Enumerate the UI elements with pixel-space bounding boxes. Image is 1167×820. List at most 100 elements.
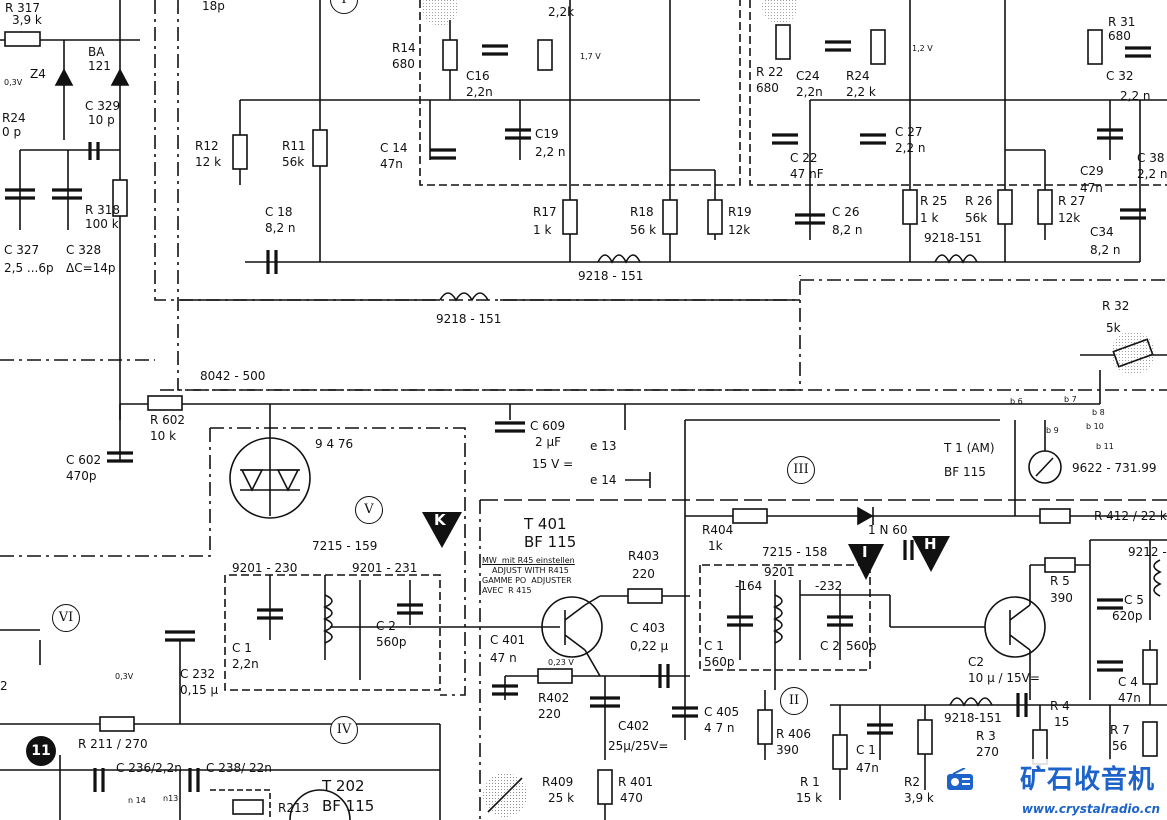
label-voltage-03v-top: 0,3V bbox=[4, 78, 23, 87]
label-c1-right: C 1 bbox=[856, 743, 876, 757]
capacitor-c238 bbox=[188, 768, 200, 792]
label-coil-7215-159: 7215 - 159 bbox=[312, 539, 378, 553]
marker-III: III bbox=[787, 456, 815, 484]
resistor-r11 bbox=[312, 129, 328, 167]
label-c2-mid: C 2 bbox=[820, 639, 840, 653]
label-c1-left: C 1 bbox=[232, 641, 252, 655]
capacitor-c34 bbox=[1120, 208, 1146, 220]
label-c19-value: 2,2 n bbox=[535, 145, 566, 159]
label-c26: C 26 bbox=[832, 205, 860, 219]
coil-9218-151-b bbox=[439, 292, 489, 302]
label-e14: e 14 bbox=[590, 473, 617, 487]
capacitor-c24 bbox=[825, 40, 851, 52]
label-r26: R 26 bbox=[965, 194, 993, 208]
resistor-r6 bbox=[1142, 649, 1158, 685]
radio-logo-icon bbox=[947, 768, 973, 790]
flag-K-icon bbox=[422, 512, 462, 548]
label-c2-right-value: 10 µ / 15V= bbox=[968, 671, 1040, 685]
capacitor-c22 bbox=[772, 133, 798, 145]
label-voltage-164: -164 bbox=[735, 579, 763, 593]
label-t202-type: BF 115 bbox=[322, 797, 375, 815]
label-b7: b 7 bbox=[1064, 395, 1077, 404]
resistor-r19 bbox=[707, 199, 723, 235]
label-c4: C 4 bbox=[1118, 675, 1138, 689]
label-c609: C 609 bbox=[530, 419, 566, 433]
label-r3: R 3 bbox=[976, 729, 996, 743]
label-r18-value: 56 k bbox=[630, 223, 657, 237]
label-r17: R17 bbox=[533, 205, 557, 219]
label-r-2k2: 2,2k bbox=[548, 5, 575, 19]
label-r4: R 4 bbox=[1050, 699, 1070, 713]
resistor-r1 bbox=[832, 734, 848, 770]
label-r602-value: 10 k bbox=[150, 429, 177, 443]
label-r404-value: 1k bbox=[708, 539, 723, 553]
capacitor-c27 bbox=[860, 133, 886, 145]
capacitor-c2-right bbox=[1016, 693, 1028, 717]
label-b9: b 9 bbox=[1046, 426, 1059, 435]
label-r14: R14 bbox=[392, 41, 416, 55]
resistor-r26 bbox=[997, 189, 1013, 225]
label-c609-value: 2 µF bbox=[535, 435, 561, 449]
capacitor-c236 bbox=[93, 768, 105, 792]
resistor-r213 bbox=[232, 799, 264, 815]
label-coil-9201-231: 9201 - 231 bbox=[352, 561, 418, 575]
label-r11-value: 56k bbox=[282, 155, 305, 169]
label-c32: C 32 bbox=[1106, 69, 1134, 83]
label-r317-value: 3,9 k bbox=[12, 13, 42, 27]
capacitor-c16 bbox=[482, 44, 508, 56]
label-meter: 9622 - 731.99 bbox=[1072, 461, 1157, 475]
label-c238: C 238/ 22n bbox=[206, 761, 272, 775]
label-r401-value: 470 bbox=[620, 791, 643, 805]
label-c2-right: C2 bbox=[968, 655, 985, 669]
label-t401-type: BF 115 bbox=[524, 533, 577, 551]
label-c18: C 18 bbox=[265, 205, 293, 219]
label-c16-value: 2,2n bbox=[466, 85, 493, 99]
label-r404: R404 bbox=[702, 523, 734, 537]
capacitor-c1-left bbox=[257, 608, 283, 620]
label-b8: b 8 bbox=[1092, 408, 1105, 417]
resistor-r25 bbox=[902, 189, 918, 225]
resistor-r18 bbox=[662, 199, 678, 235]
label-r7-value: 56 bbox=[1112, 739, 1128, 753]
label-c22: C 22 bbox=[790, 151, 818, 165]
label-c14: C 14 bbox=[380, 141, 408, 155]
label-r32: R 32 bbox=[1102, 299, 1130, 313]
label-c1-mid-value: 560p bbox=[704, 655, 735, 669]
resistor-r402 bbox=[537, 668, 573, 684]
capacitor-c5 bbox=[1097, 598, 1123, 610]
coil-9218-151-c bbox=[934, 254, 978, 264]
label-b11: b 11 bbox=[1096, 442, 1114, 451]
label-net-8042: 8042 - 500 bbox=[200, 369, 266, 383]
resistor-r5 bbox=[1044, 557, 1076, 573]
label-c19: C19 bbox=[535, 127, 559, 141]
label-r403-value: 220 bbox=[632, 567, 655, 581]
marker-IV: IV bbox=[330, 716, 358, 744]
label-c29-value: 47n bbox=[1080, 181, 1103, 195]
label-t202: T 202 bbox=[322, 777, 365, 795]
capacitor-c602 bbox=[107, 451, 133, 463]
coil-7215-159 bbox=[322, 594, 333, 644]
label-r401: R 401 bbox=[618, 775, 654, 789]
label-c327-value: 2,5 ...6p bbox=[4, 261, 54, 275]
label-coil-a: 9218 - 151 bbox=[578, 269, 644, 283]
label-c38-value: 2,2 n bbox=[1137, 167, 1167, 181]
label-r24-mid: R24 bbox=[846, 69, 870, 83]
label-voltage-03v-mid: 0,3V bbox=[115, 672, 134, 681]
capacitor-c29 bbox=[1097, 128, 1123, 140]
label-r402-value: 220 bbox=[538, 707, 561, 721]
label-c402: C402 bbox=[618, 719, 650, 733]
label-n13: n13 bbox=[163, 794, 179, 803]
capacitor-c1-right bbox=[867, 723, 893, 735]
capacitor-c232 bbox=[165, 630, 195, 642]
note-adjust-fr-2: AVEC R 415 bbox=[482, 586, 532, 595]
label-c34: C34 bbox=[1090, 225, 1114, 239]
label-r317: R 317 bbox=[5, 1, 41, 15]
label-r31-value: 680 bbox=[1108, 29, 1131, 43]
label-c22-value: 47 nF bbox=[790, 167, 824, 181]
resistor-r403 bbox=[627, 588, 663, 604]
label-c232-value: 0,15 µ bbox=[180, 683, 219, 697]
label-coil-9201: 9201 bbox=[764, 565, 795, 579]
label-c29: C29 bbox=[1080, 164, 1104, 178]
capacitor-c18 bbox=[266, 250, 278, 274]
coil-9218-151-a bbox=[597, 254, 641, 264]
